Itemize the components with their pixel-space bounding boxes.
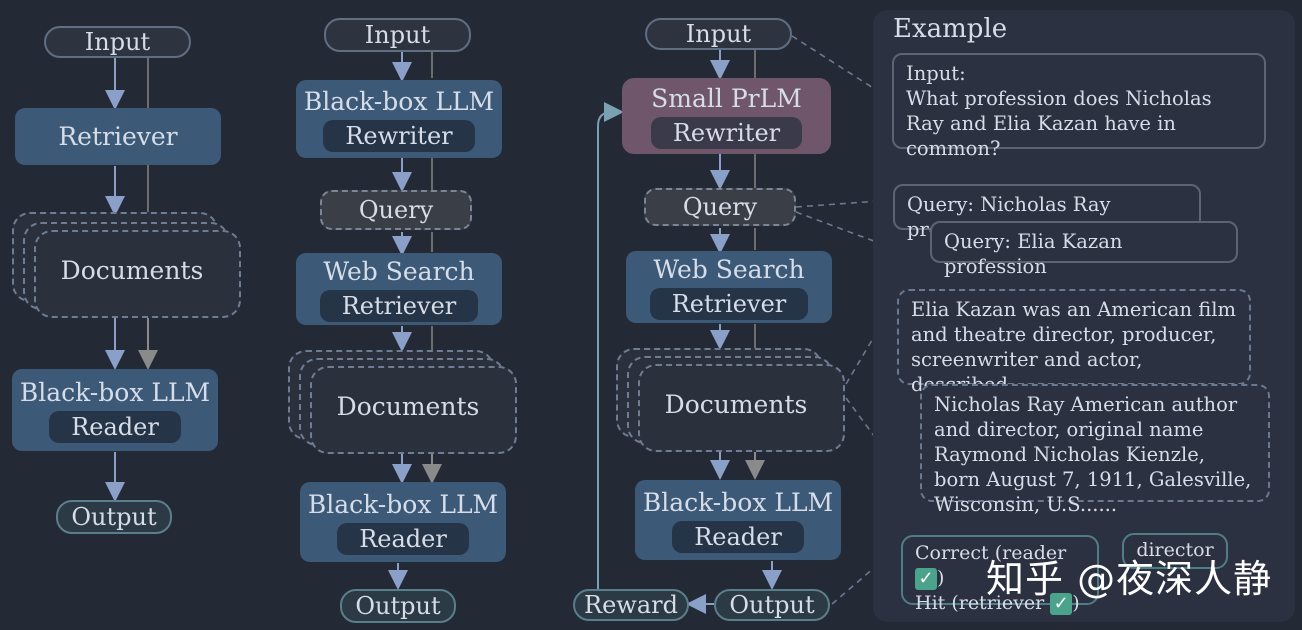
- input-label: Input: [364, 21, 431, 49]
- reader-subtitle: Reader: [337, 522, 469, 555]
- rewriter-subtitle: Rewriter: [650, 116, 803, 149]
- reader-title: Black-box LLM: [642, 487, 834, 517]
- retriever-subtitle: Retriever: [649, 287, 809, 320]
- example-query-card-2: Query: Elia Kazan profession: [930, 221, 1238, 278]
- watermark: 知乎 @夜深人静: [986, 557, 1273, 601]
- input-label: Input: [84, 28, 151, 56]
- documents-label: Documents: [664, 389, 808, 419]
- retriever-subtitle: Retriever: [319, 289, 479, 322]
- example-doc-1: Elia Kazan was an American film and thea…: [911, 298, 1236, 396]
- check-icon: ✓: [915, 568, 937, 590]
- input-label: Input: [685, 20, 752, 48]
- reward-node: Reward: [573, 589, 689, 621]
- query-label: Query: [682, 193, 758, 221]
- example-title: Example: [893, 14, 1008, 44]
- input-node-b: Input: [324, 18, 471, 52]
- output-node-b: Output: [340, 589, 456, 623]
- example-doc-card-1: Elia Kazan was an American film and thea…: [897, 289, 1251, 396]
- query-node-c: Query: [644, 188, 796, 226]
- correct-label: Correct (reader: [915, 542, 1067, 564]
- example-answer: director: [1136, 539, 1214, 561]
- retriever-title: Web Search: [653, 254, 805, 284]
- retriever-node-c: Web Search Retriever: [626, 251, 832, 323]
- example-answer-card: director: [1122, 533, 1228, 569]
- example-input-text: What profession does Nicholas Ray and El…: [906, 87, 1212, 160]
- example-doc-card-2: Nicholas Ray American author and directo…: [920, 384, 1270, 516]
- reader-subtitle: Reader: [49, 410, 181, 443]
- check-icon: ✓: [1050, 593, 1073, 615]
- retriever-label: Retriever: [58, 122, 178, 151]
- input-node-c: Input: [645, 18, 792, 50]
- documents-node-c: [638, 364, 845, 452]
- documents-label: Documents: [60, 255, 204, 285]
- reader-node-b: Black-box LLM Reader: [300, 482, 506, 562]
- example-result-card: Correct (reader ✓) Hit (retriever ✓): [901, 535, 1099, 615]
- rewriter-node-c: Small PrLM Rewriter: [622, 78, 831, 154]
- documents-node-a: [34, 230, 241, 318]
- rewriter-title: Black-box LLM: [303, 86, 495, 116]
- example-input-card: Input: What profession does Nicholas Ray…: [892, 53, 1266, 160]
- hit-label: Hit (retriever: [915, 592, 1045, 614]
- input-node-a: Input: [44, 26, 191, 58]
- documents-label: Documents: [336, 391, 480, 421]
- example-input-label: Input:: [906, 62, 966, 85]
- rewriter-title: Small PrLM: [651, 83, 802, 113]
- retriever-node-a: Retriever: [15, 108, 221, 165]
- reward-label: Reward: [584, 591, 678, 619]
- example-query-2: Query: Elia Kazan profession: [944, 230, 1123, 278]
- retriever-title: Web Search: [323, 256, 475, 286]
- query-label: Query: [358, 196, 434, 224]
- rewriter-node-b: Black-box LLM Rewriter: [296, 80, 502, 158]
- output-label: Output: [71, 503, 157, 531]
- retriever-node-b: Web Search Retriever: [296, 253, 502, 325]
- reader-subtitle: Reader: [672, 520, 804, 553]
- reader-title: Black-box LLM: [19, 377, 211, 407]
- documents-node-b: [310, 366, 517, 454]
- output-node-c: Output: [714, 589, 830, 621]
- rewriter-subtitle: Rewriter: [323, 119, 475, 152]
- output-node-a: Output: [56, 500, 172, 534]
- output-label: Output: [355, 592, 441, 620]
- output-label: Output: [729, 591, 815, 619]
- reader-title: Black-box LLM: [307, 489, 499, 519]
- reader-node-a: Black-box LLM Reader: [12, 369, 218, 451]
- reader-node-c: Black-box LLM Reader: [635, 480, 841, 560]
- example-doc-2: Nicholas Ray American author and directo…: [934, 393, 1252, 516]
- query-node-b: Query: [320, 190, 472, 230]
